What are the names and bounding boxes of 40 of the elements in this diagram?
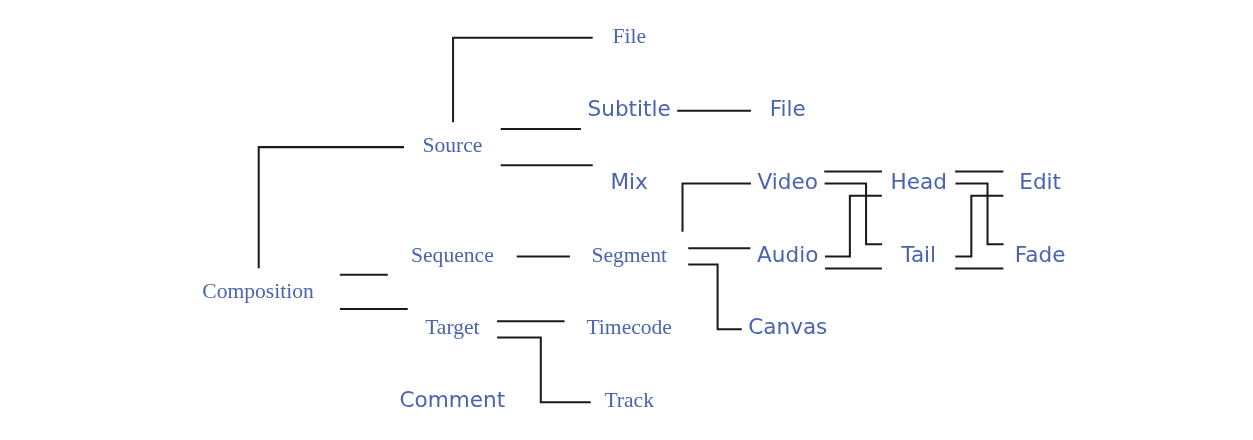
connector bbox=[677, 109, 751, 112]
connector bbox=[955, 182, 1004, 246]
node-text: Edit bbox=[1019, 168, 1062, 194]
node-text: Tail bbox=[901, 241, 937, 267]
connector bbox=[824, 170, 882, 173]
connector bbox=[452, 36, 593, 123]
node-text: Source bbox=[422, 133, 483, 158]
label: Comment bbox=[399, 387, 506, 413]
connector bbox=[824, 267, 882, 270]
connector bbox=[825, 194, 882, 258]
node-text: Video bbox=[757, 168, 819, 194]
node-text: Sequence bbox=[411, 242, 494, 267]
connector bbox=[824, 182, 883, 246]
connector bbox=[497, 320, 565, 323]
node-text: Audio bbox=[757, 241, 819, 267]
node-text: Target bbox=[425, 315, 480, 340]
node-text: Segment bbox=[591, 242, 667, 267]
node-text: Canvas bbox=[748, 314, 828, 340]
connector bbox=[500, 127, 581, 130]
connector bbox=[688, 247, 751, 250]
node-text: File bbox=[612, 23, 646, 48]
node-text: Mix bbox=[610, 168, 648, 194]
connector bbox=[516, 255, 570, 258]
node-text: Composition bbox=[202, 279, 314, 304]
connector bbox=[688, 263, 742, 331]
connector bbox=[681, 182, 751, 232]
node-text: Timecode bbox=[586, 315, 672, 340]
node-text: Head bbox=[890, 168, 947, 194]
connector bbox=[339, 308, 408, 311]
node-text: Subtitle bbox=[587, 95, 671, 121]
connector bbox=[955, 267, 1004, 270]
connector bbox=[497, 336, 591, 404]
connector bbox=[257, 146, 405, 269]
node-text: Fade bbox=[1014, 241, 1066, 267]
connector bbox=[339, 273, 388, 276]
connector bbox=[955, 170, 1004, 173]
node-text: File bbox=[769, 95, 806, 121]
node-text: Track bbox=[604, 388, 654, 413]
connector bbox=[955, 194, 1004, 258]
connector bbox=[500, 164, 593, 167]
